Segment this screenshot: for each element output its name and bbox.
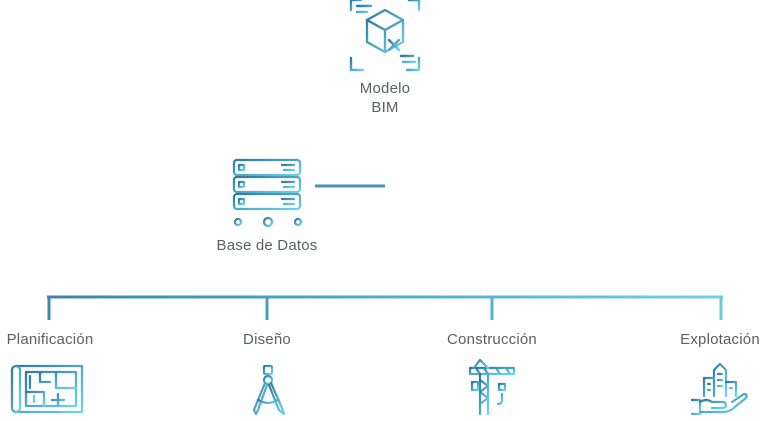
- root-label-line1: Modelo: [359, 80, 411, 97]
- tower-crane-icon: [468, 358, 516, 416]
- cube-scan-icon: [349, 0, 421, 72]
- phase-label-planificacion: Planificación: [6, 331, 94, 348]
- blueprint-plan-icon: [10, 364, 84, 414]
- server-database-icon: [232, 158, 303, 228]
- database-label: Base de Datos: [216, 237, 318, 254]
- hand-building-icon: [690, 362, 748, 416]
- phases-bus-line: [47, 295, 723, 299]
- drafting-compass-icon: [252, 358, 286, 416]
- phase-label-diseno: Diseño: [243, 331, 291, 348]
- root-label-line2: BIM: [371, 99, 399, 116]
- phase-label-construccion: Construcción: [447, 331, 537, 348]
- phase-label-explotacion: Explotación: [680, 331, 760, 348]
